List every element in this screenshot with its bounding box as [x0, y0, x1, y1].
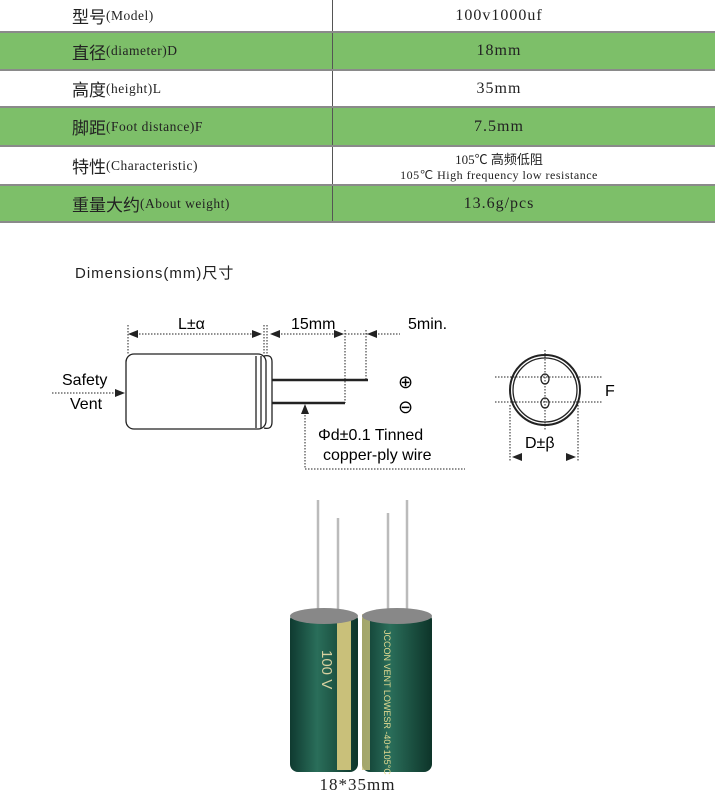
value: 13.6g/pcs — [463, 194, 535, 212]
label-zh: 脚距 — [72, 119, 106, 139]
minus-terminal-icon: ⊖ — [398, 397, 413, 417]
lead-length-label: 15mm — [291, 316, 335, 333]
value: 18mm — [476, 42, 522, 59]
label-zh: 型号 — [72, 8, 106, 28]
dimensions-title: Dimensions(mm)尺寸 — [75, 265, 235, 282]
label-en: (Characteristic) — [106, 157, 198, 173]
label-en: (height)L — [106, 80, 162, 96]
value: 7.5mm — [474, 117, 524, 135]
label-zh: 直径 — [72, 43, 106, 64]
safety-vent-label: Safety — [62, 372, 107, 389]
label-en: (Model) — [106, 7, 154, 23]
label-en: (About weight) — [140, 195, 230, 211]
length-label: L±α — [178, 316, 205, 333]
capacitor-2 — [362, 612, 432, 772]
label-zh: 重量大约 — [72, 196, 140, 216]
min-length-label: 5min. — [408, 316, 447, 333]
value: 100v1000uf — [455, 6, 543, 24]
value: 35mm — [476, 79, 522, 97]
spec-row-weight: 重量大约(About weight) 13.6g/pcs — [0, 186, 715, 223]
spec-row-height: 高度(height)L 35mm — [0, 71, 715, 108]
label-en: (Foot distance)F — [106, 118, 203, 134]
diameter-label: D±β — [525, 435, 555, 452]
spec-table: 型号(Model) 100v1000uf 直径(diameter)D 18mm … — [0, 0, 715, 223]
capacitor-photo: 100 V JCCON VENT LOWESR -40+105°C — [290, 500, 432, 775]
value: 105℃ 高频低阻 — [455, 151, 543, 167]
spec-row-diameter: 直径(diameter)D 18mm — [0, 33, 715, 71]
wire-label: Φd±0.1 Tinned — [318, 427, 423, 444]
capacitor-body — [125, 353, 267, 430]
value-english: 105℃ High frequency low resistance — [400, 167, 598, 182]
photo-caption: 18*35mm — [319, 775, 396, 794]
end-view-outer — [509, 354, 581, 426]
spec-row-model: 型号(Model) 100v1000uf — [0, 0, 715, 33]
capacitor-2-marking: JCCON VENT LOWESR -40+105°C — [382, 630, 392, 775]
safety-vent-label-2: Vent — [70, 396, 103, 413]
spec-row-foot-distance: 脚距(Foot distance)F 7.5mm — [0, 108, 715, 147]
pitch-label: F — [605, 383, 615, 400]
label-zh: 高度 — [72, 81, 106, 101]
wire-label-2: copper-ply wire — [323, 447, 432, 464]
plus-terminal-icon: ⊕ — [398, 372, 413, 392]
label-en: (diameter)D — [106, 43, 178, 58]
capacitor-1-marking: 100 V — [318, 650, 335, 689]
label-zh: 特性 — [72, 158, 106, 178]
